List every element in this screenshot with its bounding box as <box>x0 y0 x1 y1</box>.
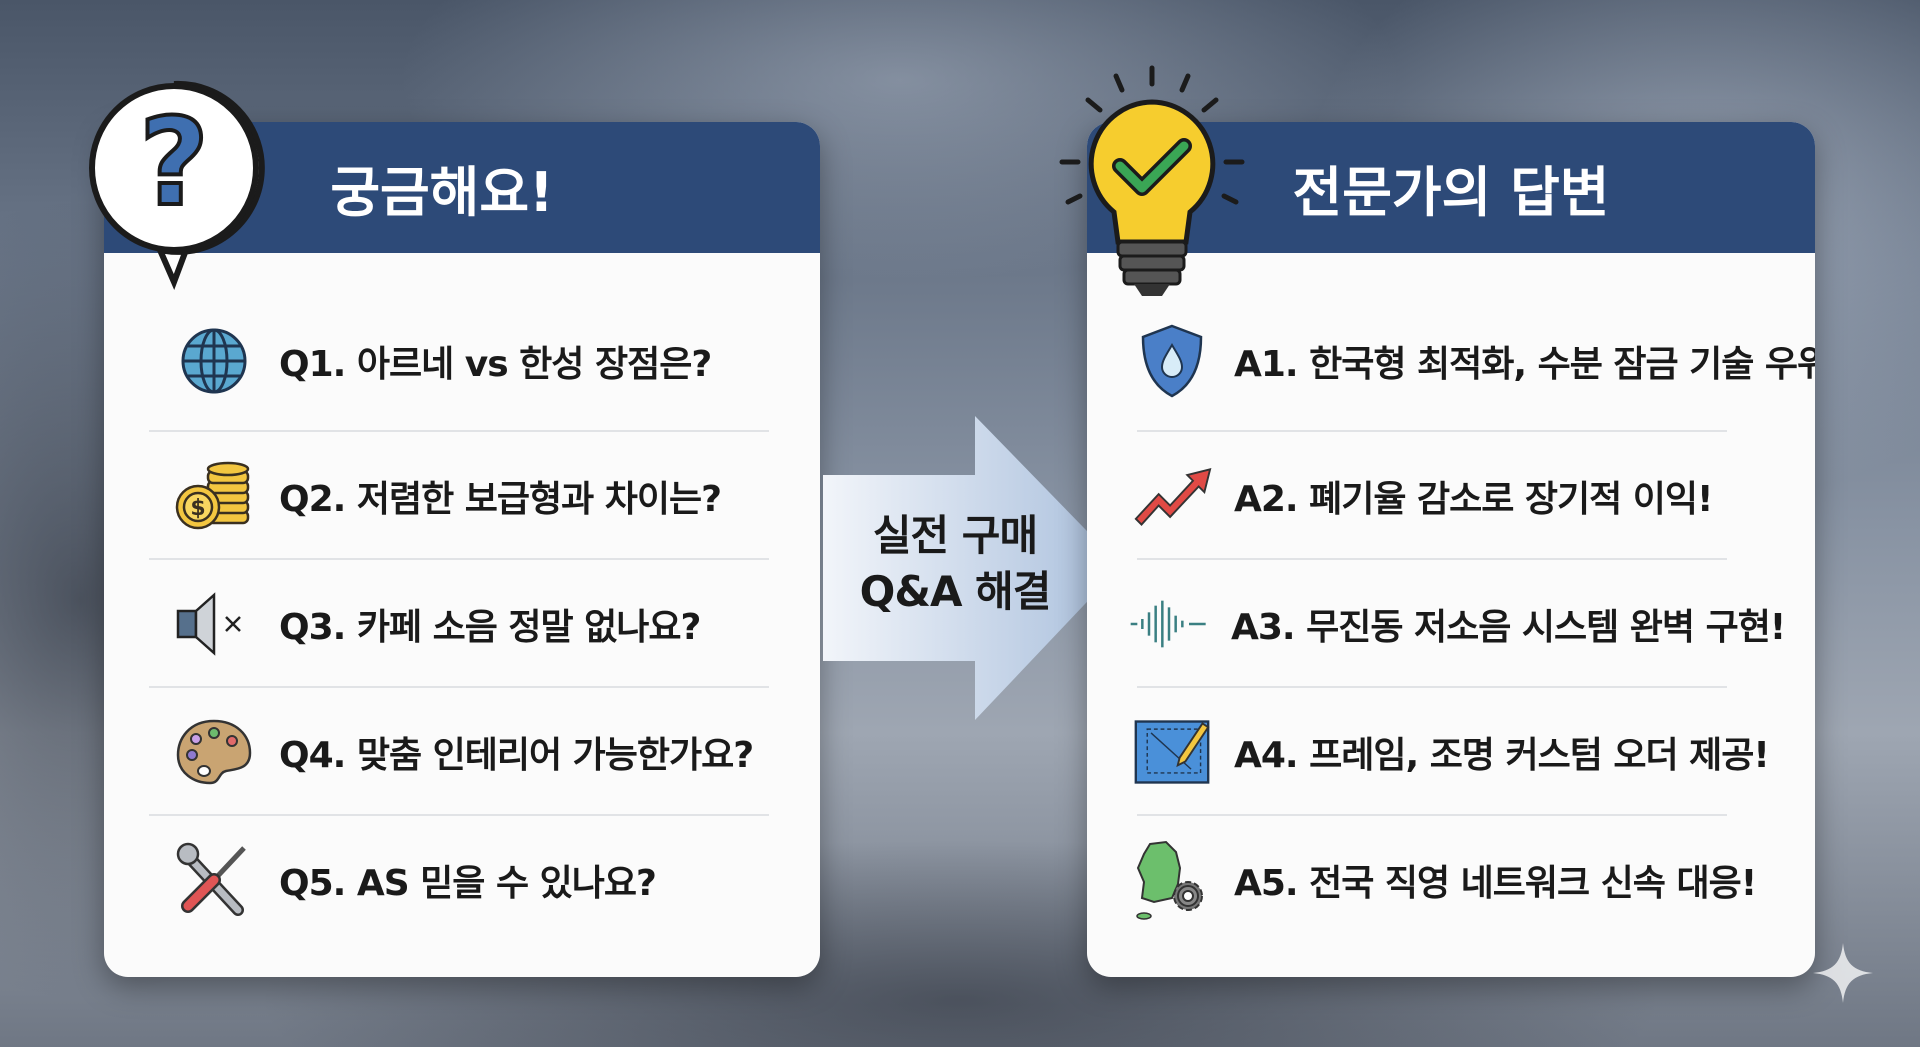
divider <box>1137 430 1727 432</box>
question-text: Q1. 아르네 vs 한성 장점은? <box>279 344 712 385</box>
sparkle-icon <box>1813 943 1873 1003</box>
arrow-label-line1: 실전 구매 <box>872 511 1038 560</box>
svg-text:$: $ <box>190 496 205 521</box>
divider <box>149 430 769 432</box>
divider <box>1137 814 1727 816</box>
sound-wave-icon <box>1129 584 1209 664</box>
speaker-mute-icon <box>174 584 254 664</box>
answer-text: A1. 한국형 최적화, 수분 잠금 기술 우위! <box>1234 344 1815 385</box>
divider <box>1137 686 1727 688</box>
palette-icon <box>174 712 254 792</box>
answer-item: A3. 무진동 저소음 시스템 완벽 구현! <box>1087 560 1815 688</box>
flow-arrow-icon <box>823 416 1121 720</box>
question-text: Q4. 맞춤 인테리어 가능한가요? <box>279 735 754 776</box>
question-text: Q2. 저렴한 보급형과 차이는? <box>279 479 722 520</box>
blueprint-icon <box>1132 712 1212 792</box>
divider <box>149 814 769 816</box>
divider <box>1137 558 1727 560</box>
lightbulb-check-icon <box>1059 65 1245 296</box>
tools-icon <box>174 840 254 920</box>
questions-card: 궁금해요! Q1. 아르네 vs 한성 장점은? $ Q2. 저렴한 보급형과 … <box>104 122 820 977</box>
trend-up-icon <box>1132 456 1212 536</box>
question-text: Q3. 카페 소음 정말 없나요? <box>279 607 701 648</box>
answer-item: A2. 폐기율 감소로 장기적 이익! <box>1087 432 1815 560</box>
questions-title: 궁금해요! <box>330 161 554 224</box>
question-mark-bubble-icon: ? <box>89 80 265 290</box>
globe-icon <box>174 321 254 401</box>
coins-icon: $ <box>174 456 254 536</box>
divider <box>149 686 769 688</box>
answers-card: 전문가의 답변 A1. 한국형 최적화, 수분 잠금 기술 우위! A2. 폐기… <box>1087 122 1815 977</box>
answer-text: A3. 무진동 저소음 시스템 완벽 구현! <box>1231 607 1786 648</box>
answer-item: A4. 프레임, 조명 커스텀 오더 제공! <box>1087 688 1815 816</box>
arrow-label-line2: Q&A 해결 <box>859 567 1052 616</box>
arrow-label: 실전 구매 Q&A 해결 <box>830 508 1080 620</box>
question-item: $ Q2. 저렴한 보급형과 차이는? <box>104 432 820 560</box>
korea-map-gear-icon <box>1132 840 1212 920</box>
answer-text: A5. 전국 직영 네트워크 신속 대응! <box>1234 863 1757 904</box>
question-item: Q4. 맞춤 인테리어 가능한가요? <box>104 688 820 816</box>
divider <box>149 558 769 560</box>
question-item: Q1. 아르네 vs 한성 장점은? <box>104 297 820 425</box>
question-item: Q5. AS 믿을 수 있나요? <box>104 816 820 944</box>
answers-title: 전문가의 답변 <box>1292 161 1610 224</box>
answer-text: A4. 프레임, 조명 커스텀 오더 제공! <box>1234 735 1770 776</box>
water-shield-icon <box>1132 321 1212 401</box>
answer-item: A1. 한국형 최적화, 수분 잠금 기술 우위! <box>1087 297 1815 425</box>
svg-text:?: ? <box>139 94 209 233</box>
question-text: Q5. AS 믿을 수 있나요? <box>279 863 657 904</box>
answer-item: A5. 전국 직영 네트워크 신속 대응! <box>1087 816 1815 944</box>
answer-text: A2. 폐기율 감소로 장기적 이익! <box>1234 479 1713 520</box>
question-item: Q3. 카페 소음 정말 없나요? <box>104 560 820 688</box>
